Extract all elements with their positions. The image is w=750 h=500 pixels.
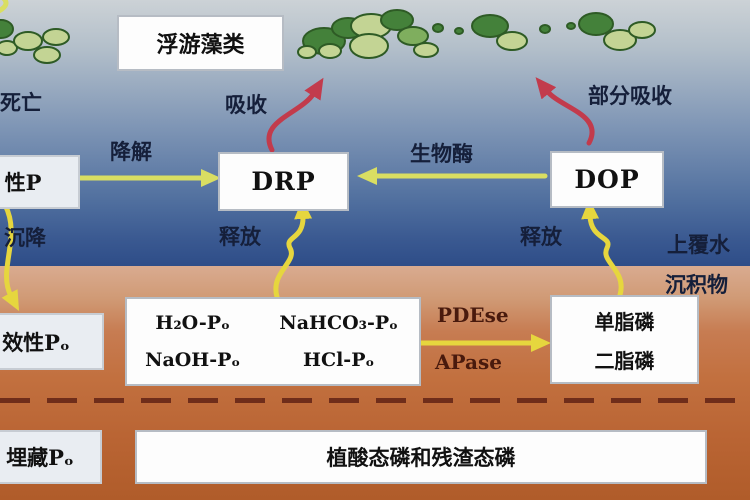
label-overlying-water: 上覆水: [667, 232, 730, 257]
node-sequential-fractions: H₂O-Pₒ NaHCO₃-Pₒ NaOH-Pₒ HCl-Pₒ: [125, 297, 421, 386]
particulate-p-label: 性P: [4, 170, 42, 195]
label-sediment: 沉积物: [665, 272, 728, 297]
node-buried-p: 埋藏Pₒ: [0, 430, 102, 484]
label-degradation: 降解: [110, 139, 152, 164]
fraction-h2o-p: H₂O-Pₒ: [155, 312, 230, 335]
monoester-p-label: 单脂磷: [594, 309, 655, 334]
label-settling: 沉降: [4, 225, 46, 250]
fraction-naoh-p: NaOH-Pₒ: [145, 348, 241, 371]
label-pdese: PDEse: [437, 303, 509, 327]
node-lipid-p: 单脂磷 二脂磷: [550, 295, 699, 384]
label-uptake: 吸收: [225, 92, 267, 117]
overlying-water-zone: [0, 0, 750, 266]
label-apase: APase: [435, 350, 502, 374]
node-particulate-p: 性P: [0, 155, 80, 209]
node-bioavailable-p: 效性Pₒ: [0, 313, 104, 370]
node-dop: DOP: [550, 151, 664, 208]
fraction-hcl-p: HCl-Pₒ: [303, 348, 375, 371]
label-release-dop: 释放: [520, 224, 562, 249]
phytoplankton-label: 浮游藻类: [156, 32, 245, 58]
node-phytate-residual-p: 植酸态磷和残渣态磷: [135, 430, 707, 484]
diester-p-label: 二脂磷: [594, 348, 655, 373]
burial-boundary-dashed-line: [0, 398, 750, 403]
node-phytoplankton: 浮游藻类: [117, 15, 284, 71]
phytate-residual-p-label: 植酸态磷和残渣态磷: [326, 445, 516, 470]
label-death: 死亡: [0, 90, 42, 115]
bioavailable-p-label: 效性Pₒ: [2, 329, 70, 355]
dop-label: DOP: [574, 165, 640, 194]
fraction-nahco3-p: NaHCO₃-Pₒ: [279, 312, 399, 335]
label-partial-uptake: 部分吸收: [588, 83, 672, 108]
node-drp: DRP: [218, 152, 349, 211]
drp-label: DRP: [251, 167, 316, 196]
label-bio-enzyme: 生物酶: [410, 141, 473, 166]
label-release-drp: 释放: [219, 224, 261, 249]
buried-p-label: 埋藏Pₒ: [6, 445, 74, 470]
